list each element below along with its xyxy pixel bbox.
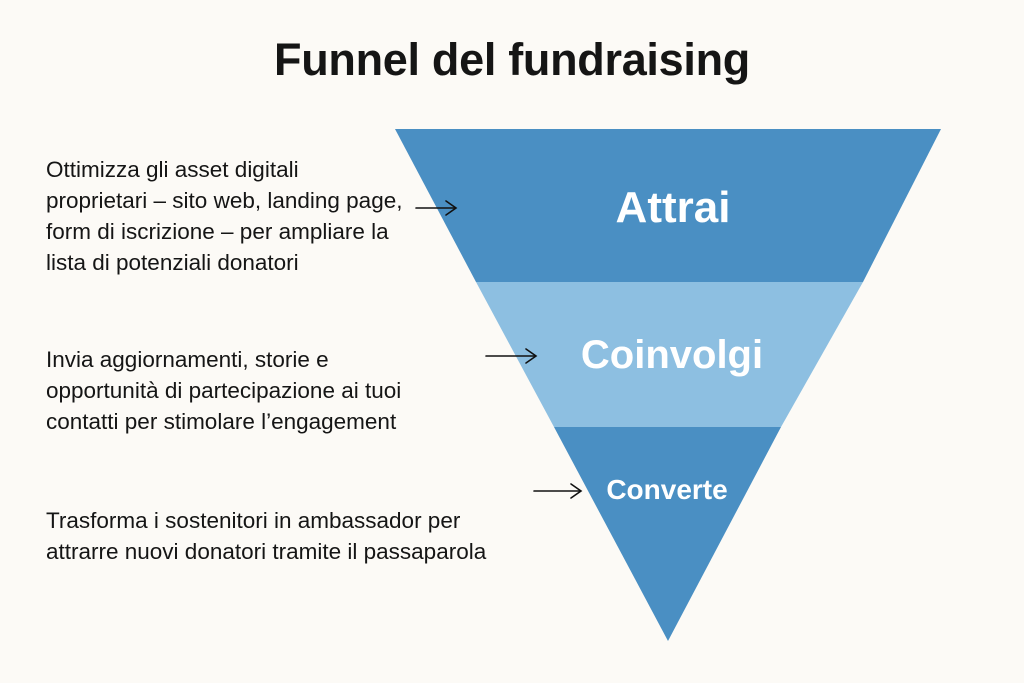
funnel-label-coinvolgi: Coinvolgi <box>581 333 763 377</box>
arrow-icon-converte <box>533 483 583 499</box>
funnel-stage-attrai <box>395 129 941 282</box>
description-converte: Trasforma i sostenitori in ambassador pe… <box>46 508 487 564</box>
funnel-label-converte: Converte <box>606 474 727 505</box>
description-attrai: Ottimizza gli asset digitali proprietari… <box>46 157 403 275</box>
description-coinvolgi: Invia aggiornamenti, storie e opportunit… <box>46 347 402 434</box>
arrow-icon-coinvolgi <box>485 348 538 364</box>
arrow-icon-attrai <box>415 200 458 216</box>
page-title: Funnel del fundraising <box>274 34 750 85</box>
funnel-label-attrai: Attrai <box>616 183 731 232</box>
funnel-stage-coinvolgi <box>476 282 863 427</box>
funnel-stage-converte <box>554 427 781 641</box>
